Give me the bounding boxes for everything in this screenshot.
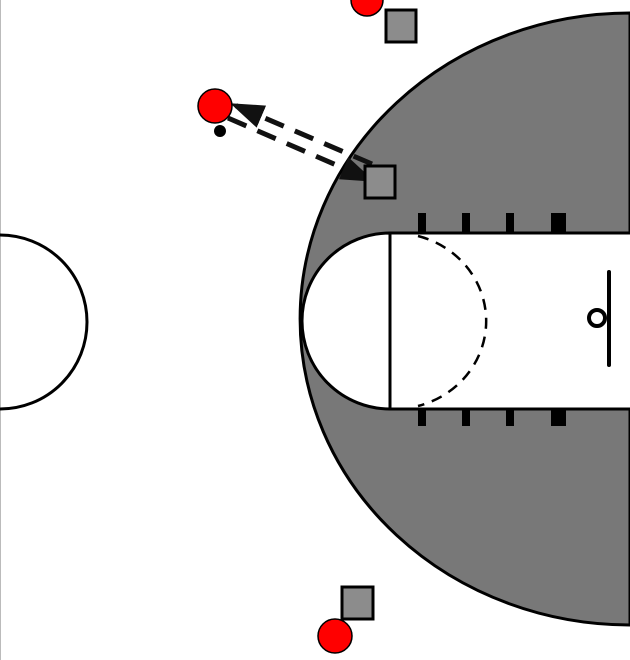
lane-hash-marks — [418, 213, 566, 426]
pass-arrow-to-wing — [230, 101, 373, 167]
free-throw-circle-top — [300, 231, 392, 411]
defense-player[interactable] — [340, 585, 375, 621]
hoop — [587, 308, 607, 328]
offense-player[interactable] — [350, 0, 384, 17]
center-circle — [0, 233, 89, 411]
offense-player[interactable] — [197, 88, 233, 124]
ball[interactable] — [214, 125, 226, 137]
free-throw-circle-dashed — [417, 234, 488, 408]
offense-player[interactable] — [317, 618, 353, 654]
pass-arrow-to-square — [227, 115, 375, 184]
defense-player[interactable] — [363, 164, 397, 200]
defense-player[interactable] — [384, 8, 418, 44]
